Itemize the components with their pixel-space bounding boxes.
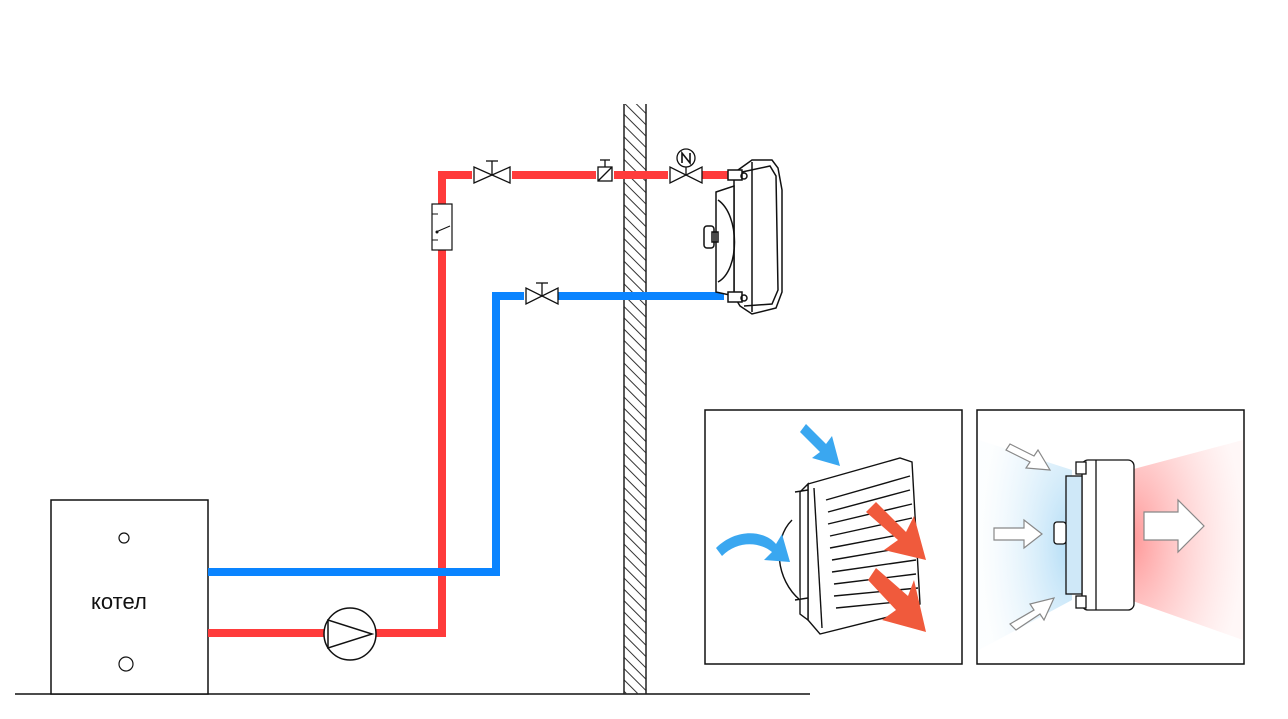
boiler-port-bottom bbox=[118, 656, 134, 672]
air-heater-icon bbox=[703, 159, 783, 315]
boiler: котел bbox=[50, 499, 209, 695]
boiler-label: котел bbox=[91, 589, 147, 614]
thermometer-icon bbox=[431, 203, 453, 251]
hot-air-arrow-lower bbox=[868, 568, 926, 632]
hot-air-arrow-upper bbox=[866, 502, 926, 560]
filter-icon bbox=[597, 159, 613, 182]
air-arrows-outline bbox=[993, 443, 1205, 631]
cold-air-arrow-top bbox=[800, 424, 840, 466]
supply-pipe bbox=[208, 171, 730, 637]
airflow-inset-side bbox=[976, 409, 1245, 665]
cold-air-arrow-left bbox=[716, 533, 790, 562]
boiler-port-top bbox=[118, 532, 130, 544]
wall bbox=[623, 104, 647, 694]
shutoff-valve-icon bbox=[525, 282, 559, 306]
circulation-pump-icon bbox=[323, 607, 377, 661]
heater-side-icon bbox=[1053, 459, 1135, 611]
shutoff-valve-icon bbox=[473, 160, 511, 185]
motorized-valve-icon bbox=[669, 148, 703, 185]
return-pipe bbox=[208, 292, 724, 576]
airflow-inset-perspective bbox=[704, 409, 963, 665]
